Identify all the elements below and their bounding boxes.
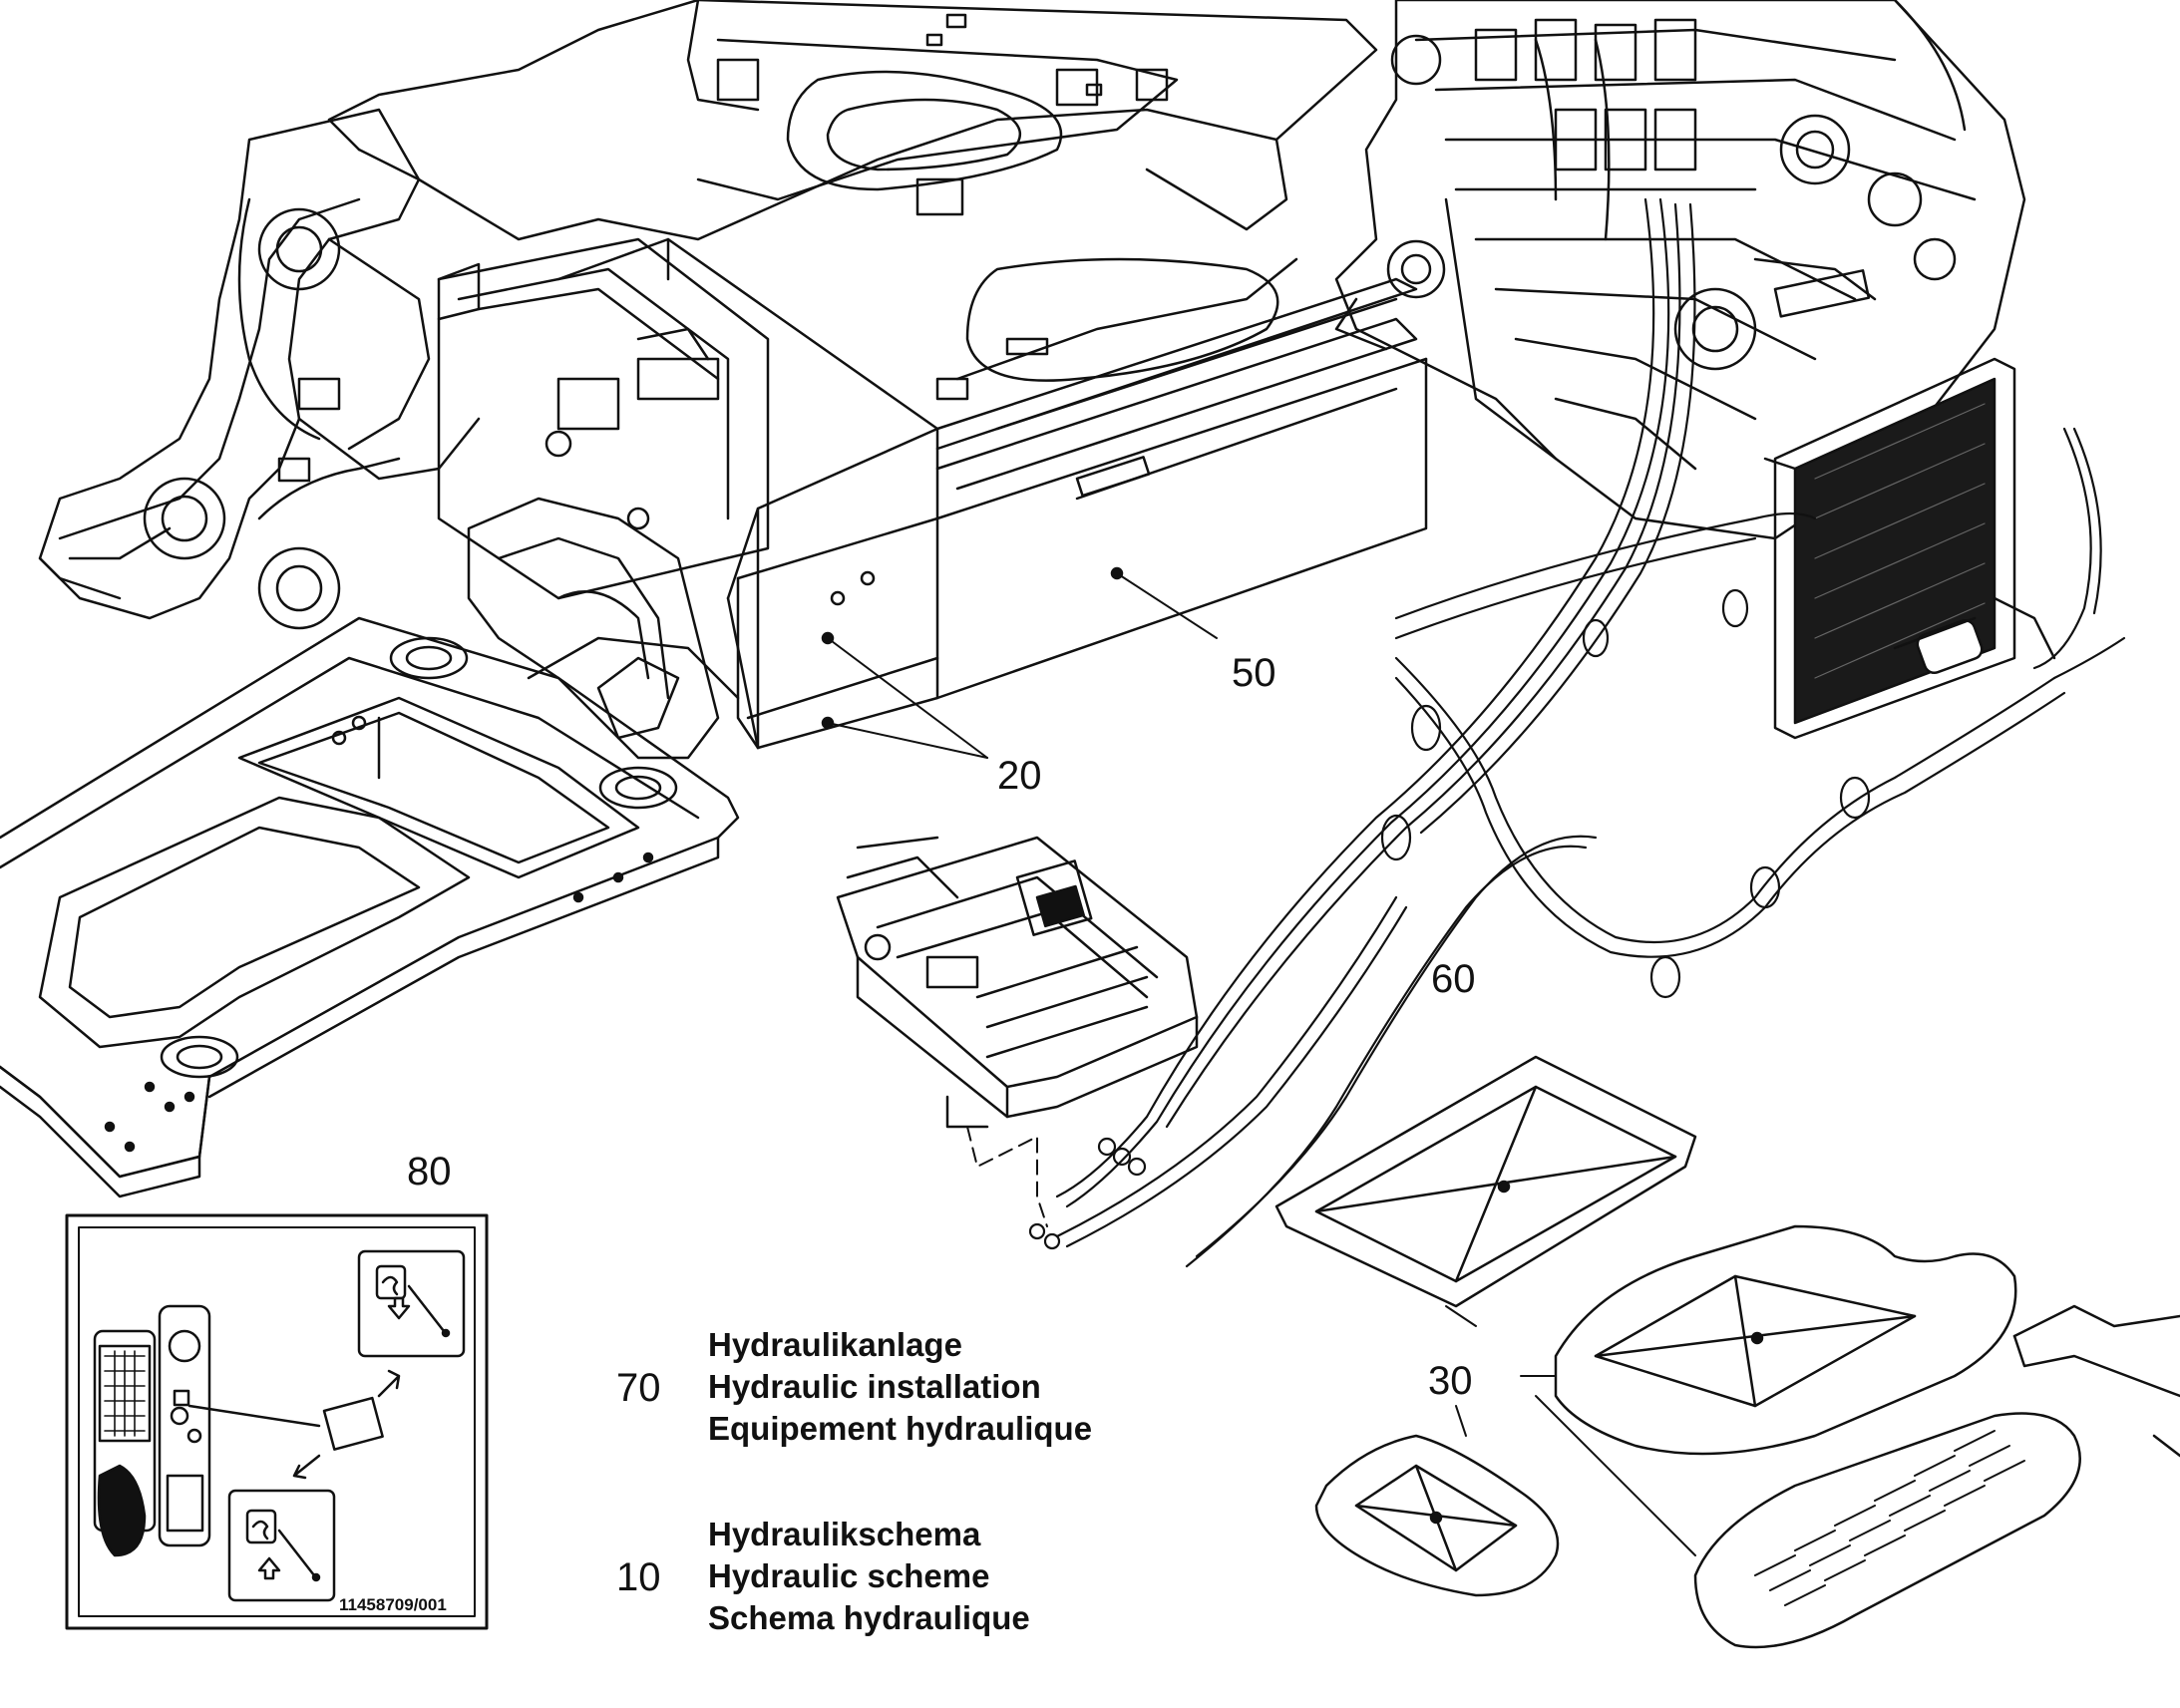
decal-part-number: 11458709/001	[339, 1595, 447, 1614]
legend-line-de: Hydraulikanlage	[708, 1326, 962, 1363]
callout-80: 80	[407, 1150, 452, 1194]
legend-number-10: 10	[616, 1555, 661, 1599]
legend-line-de: Hydraulikschema	[708, 1516, 981, 1552]
callout-60: 60	[1431, 957, 1476, 1001]
upper-frame	[38, 0, 1378, 630]
decal-illustration	[65, 1213, 489, 1630]
callout-50: 50	[1232, 651, 1276, 695]
callout-20: 20	[997, 754, 1042, 798]
legend-line-en: Hydraulic scheme	[708, 1557, 990, 1594]
control-valve	[836, 836, 1199, 1227]
radiator	[1763, 357, 2056, 740]
leader-lines	[824, 572, 1696, 1556]
callout-30: 30	[1428, 1359, 1473, 1403]
legend-line-fr: Schema hydraulique	[708, 1599, 1030, 1636]
hose-bundle	[1028, 197, 2126, 1268]
legend-text-10: Hydraulikschema Hydraulic scheme Schema …	[708, 1514, 1030, 1639]
centre-housing	[437, 237, 1428, 750]
legend-number-70: 70	[616, 1366, 661, 1410]
legend-line-fr: Equipement hydraulique	[708, 1410, 1093, 1447]
cover-plates	[1274, 1055, 2180, 1649]
lower-frame	[0, 497, 740, 1198]
engine	[1334, 0, 2026, 540]
legend-line-en: Hydraulic installation	[708, 1368, 1041, 1405]
legend-text-70: Hydraulikanlage Hydraulic installation E…	[708, 1324, 1092, 1450]
